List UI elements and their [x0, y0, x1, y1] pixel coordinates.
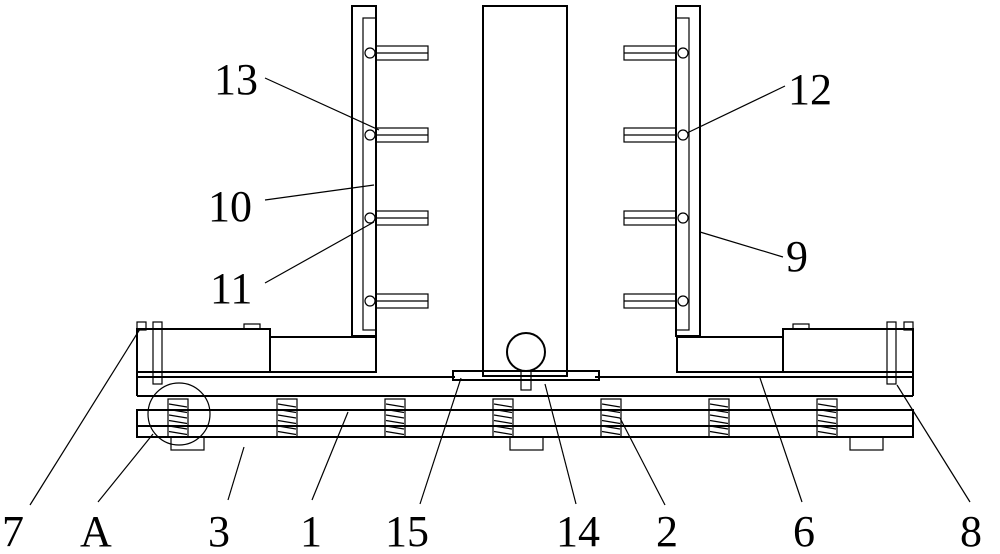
- frame-rails: [136, 372, 914, 397]
- part-labels: 13 12 10 9 11 7 A 3 1 15 14 2 6 8: [2, 55, 982, 554]
- spring-plates: [136, 409, 914, 451]
- central-column: [482, 5, 568, 377]
- label-14: 14: [556, 507, 600, 554]
- spring: [816, 398, 838, 438]
- right-clamp-arms: [623, 45, 689, 309]
- label-1: 1: [300, 507, 322, 554]
- leader-lines: [29, 77, 971, 506]
- label-15: 15: [385, 507, 429, 554]
- label-10: 10: [208, 182, 252, 231]
- label-9: 9: [786, 232, 808, 281]
- spring: [600, 398, 622, 438]
- label-7: 7: [2, 507, 24, 554]
- spring: [492, 398, 514, 438]
- label-12: 12: [788, 65, 832, 114]
- right-rack: [623, 5, 701, 337]
- column-base: [452, 332, 600, 391]
- label-13: 13: [214, 55, 258, 104]
- left-rack: [351, 5, 429, 337]
- label-2: 2: [656, 507, 678, 554]
- left-clamp-arms: [364, 45, 429, 309]
- detail-circle-a: [147, 382, 211, 446]
- spring: [384, 398, 406, 438]
- label-6: 6: [793, 507, 815, 554]
- spring: [276, 398, 298, 438]
- spring: [167, 398, 189, 438]
- spring: [708, 398, 730, 438]
- label-3: 3: [208, 507, 230, 554]
- label-8: 8: [960, 507, 982, 554]
- label-11: 11: [210, 264, 252, 313]
- springs: [167, 398, 838, 438]
- right-cylinder: [676, 321, 914, 385]
- label-a: A: [80, 507, 112, 554]
- left-cylinder: [136, 321, 377, 385]
